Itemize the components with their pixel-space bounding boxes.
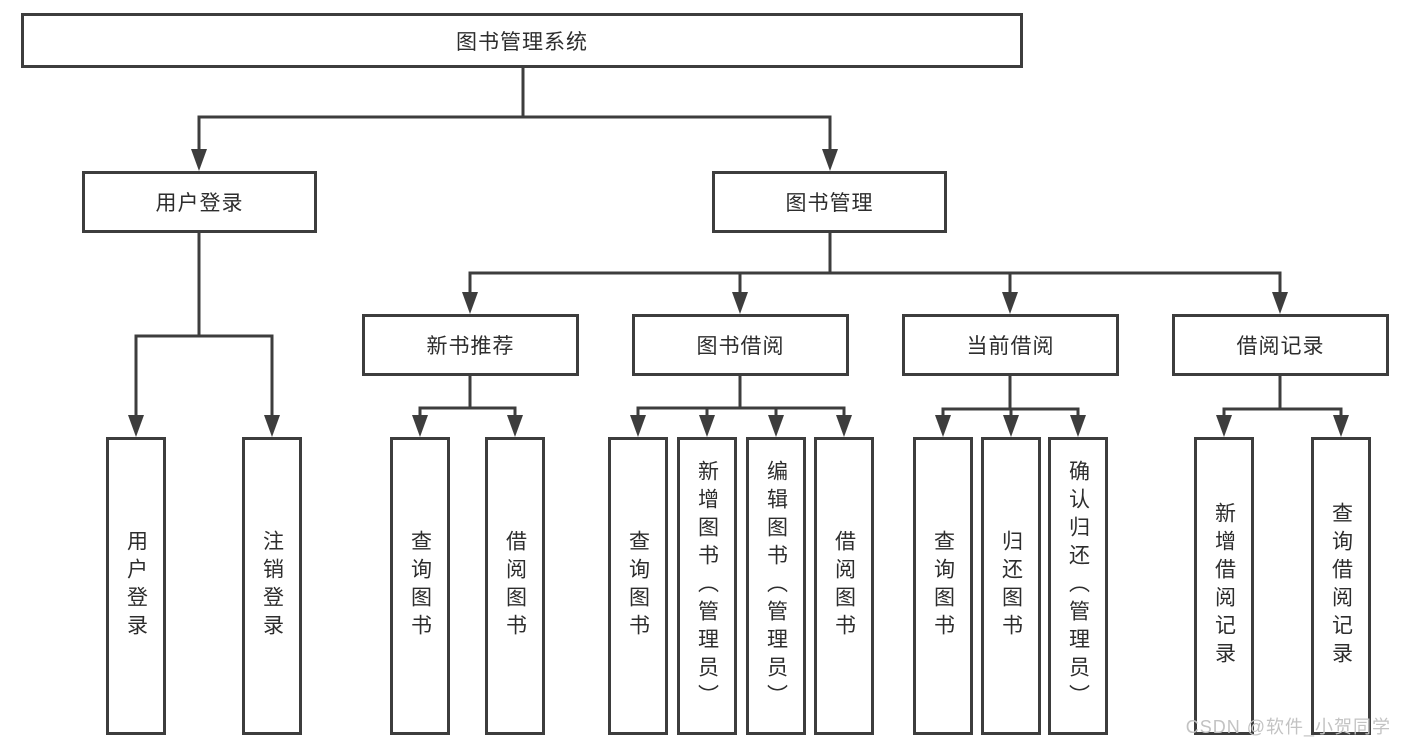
leaf-edit-book-admin: 编辑图书（管理员） (746, 437, 806, 735)
leaf-query-borrow-record: 查询借阅记录 (1311, 437, 1371, 735)
leaf-recommend-query-book: 查询图书 (390, 437, 450, 735)
node-library-management-system: 图书管理系统 (21, 13, 1023, 68)
node-new-book-recommend: 新书推荐 (362, 314, 579, 376)
leaf-borrow-query-book: 查询图书 (608, 437, 668, 735)
node-current-borrow: 当前借阅 (902, 314, 1119, 376)
leaf-logout-login: 注销登录 (242, 437, 302, 735)
node-borrow-records: 借阅记录 (1172, 314, 1389, 376)
leaf-borrow-borrow-book: 借阅图书 (814, 437, 874, 735)
node-book-borrow: 图书借阅 (632, 314, 849, 376)
leaf-recommend-borrow-book: 借阅图书 (485, 437, 545, 735)
leaf-add-borrow-record: 新增借阅记录 (1194, 437, 1254, 735)
watermark: CSDN @软件_小贺同学 (1185, 717, 1391, 737)
leaf-add-book-admin: 新增图书（管理员） (677, 437, 737, 735)
leaf-current-query-book: 查询图书 (913, 437, 973, 735)
node-book-management: 图书管理 (712, 171, 947, 233)
leaf-user-login: 用户登录 (106, 437, 166, 735)
leaf-return-book: 归还图书 (981, 437, 1041, 735)
node-user-login: 用户登录 (82, 171, 317, 233)
leaf-confirm-return-admin: 确认归还（管理员） (1048, 437, 1108, 735)
